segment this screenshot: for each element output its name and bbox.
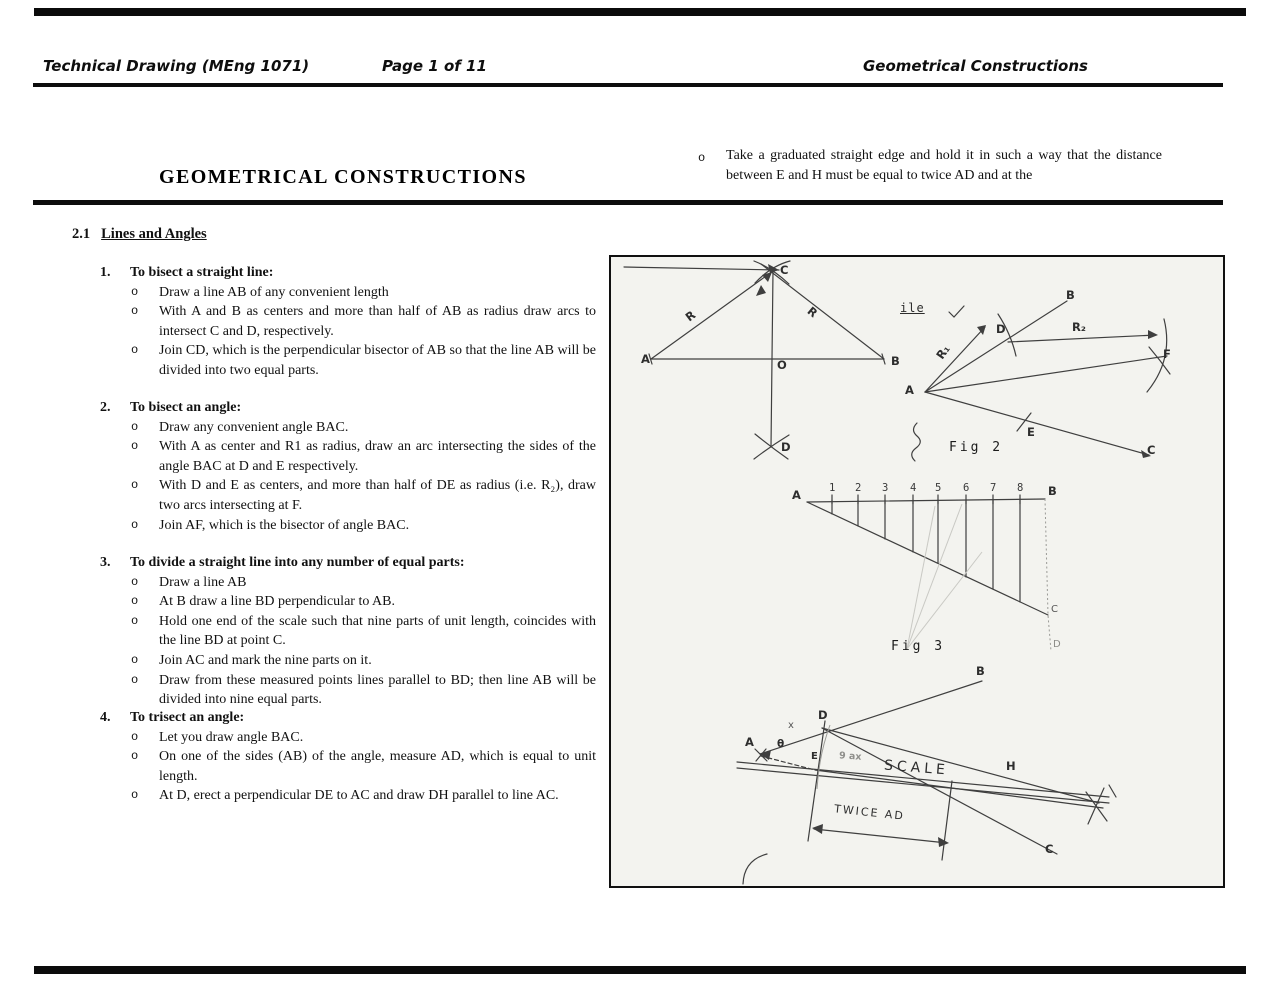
bullet-text: At D, erect a perpendicular DE to AC and… [159, 788, 559, 804]
fig2-caption: Fig 2 [949, 440, 1004, 455]
fig4-nine-parts-note: 9 ax [838, 750, 862, 763]
item-number: 1. [100, 265, 111, 280]
section-heading: 2.1 Lines and Angles [72, 226, 207, 243]
fig2-point-c: C [1147, 443, 1156, 457]
fig1-point-a: A [641, 352, 650, 366]
section-title: Lines and Angles [101, 226, 207, 242]
item-title: To bisect a straight line: [130, 265, 274, 280]
fig4-point-h: H [1006, 759, 1016, 773]
fig2-point-d: D [996, 322, 1006, 336]
bullet-text: With A and B as centers and more than ha… [159, 304, 596, 339]
fig2-note: ile [900, 301, 925, 315]
fig2-point-f: F [1163, 347, 1171, 361]
section-number: 2.1 [72, 226, 91, 242]
bullet-text: Hold one end of the scale such that nine… [159, 613, 596, 649]
list-item-3: 3. To divide a straight line into any num… [100, 553, 600, 710]
bullet-marker: o [131, 788, 139, 803]
scan-bar-bottom [34, 966, 1246, 974]
bullet-text: Join CD, which is the perpendicular bise… [159, 343, 596, 378]
fig2-point-b: B [1066, 288, 1075, 302]
scan-bar-top [34, 8, 1246, 16]
intro-bullet: o Take a graduated straight edge and hol… [698, 146, 1166, 185]
fig3-tick: 8 [1017, 482, 1024, 494]
fig2-point-a: A [905, 383, 914, 397]
fig3-point-b: B [1048, 484, 1057, 498]
fig2-radius2-label: R₂ [1072, 320, 1086, 334]
bullet-text: Join AF, which is the bisector of angle … [159, 517, 410, 533]
fig1-point-b: B [891, 354, 900, 368]
bullet-marker: o [131, 439, 139, 454]
fig3-point-d: D [1053, 639, 1061, 650]
item-number: 4. [100, 710, 111, 725]
bullet-marker: o [131, 478, 139, 493]
title-rule [33, 200, 1223, 205]
fig3-point-c: C [1051, 604, 1058, 615]
list-item-1: 1. To bisect a straight line: o Draw a lin… [100, 263, 600, 381]
fig4-theta-mark: θ [777, 738, 785, 750]
figures-panel: A B C D O R R ile B D R₂ F A R₁ E C Fig … [609, 255, 1225, 888]
fig3-tick: 5 [935, 482, 942, 494]
bullet-text: With D and E as centers, and more than h… [159, 478, 596, 513]
bullet-text: With A as center and R1 as radius, draw … [159, 439, 596, 474]
bullet-text: Draw from these measured points lines pa… [159, 672, 596, 708]
page-title: GEOMETRICAL CONSTRUCTIONS [159, 166, 527, 188]
fig1-point-o: O [777, 358, 787, 372]
bullet-marker: o [131, 284, 139, 299]
fig3-caption: Fig 3 [891, 639, 946, 654]
bullet-marker: o [131, 613, 139, 628]
bullet-marker: o [131, 652, 139, 667]
fig1-point-d: D [781, 440, 791, 454]
item-title: To bisect an angle: [130, 400, 242, 415]
bullet-text: Let you draw angle BAC. [159, 729, 304, 745]
fig1-point-c: C [780, 263, 789, 277]
bullet-marker: o [131, 749, 139, 764]
bullet-marker: o [698, 151, 706, 165]
fig3-tick: 7 [990, 482, 997, 494]
fig4-point-d: D [818, 708, 828, 722]
bullet-marker: o [131, 304, 139, 319]
fig3-point-a: A [792, 488, 801, 502]
header-course: Technical Drawing (MEng 1071) [43, 57, 310, 75]
bullet-marker: o [131, 343, 139, 358]
bullet-text: Draw a line AB [159, 574, 247, 590]
bullet-marker: o [131, 517, 139, 532]
bullet-text: Draw a line AB of any convenient length [159, 284, 389, 300]
fig4-point-a: A [745, 735, 754, 749]
fig2-point-e: E [1027, 425, 1035, 439]
constructions-drawing [623, 260, 1171, 885]
list-item-4: 4. To trisect an angle: o Let you draw ang… [100, 708, 600, 806]
fig4-x-mark: x [788, 720, 794, 731]
bullet-marker: o [131, 594, 139, 609]
header-chapter: Geometrical Constructions [863, 57, 1088, 75]
bullet-text: Draw any convenient angle BAC. [159, 419, 349, 435]
header-rule [33, 83, 1223, 87]
intro-bullet-text: Take a graduated straight edge and hold … [726, 148, 1162, 183]
fig4-point-e: E [811, 751, 818, 762]
fig3-tick: 4 [910, 482, 917, 494]
list-item-2: 2. To bisect an angle: o Draw any convenie… [100, 398, 600, 535]
item-number: 2. [100, 400, 111, 415]
bullet-marker: o [131, 672, 139, 687]
bullet-text: On one of the sides (AB) of the angle, m… [159, 749, 596, 784]
bullet-marker: o [131, 574, 139, 589]
bullet-text: Join AC and mark the nine parts on it. [159, 652, 372, 668]
item-title: To trisect an angle: [130, 710, 245, 725]
fig3-tick: 1 [829, 482, 836, 494]
item-title: To divide a straight line into any numbe… [130, 555, 465, 570]
bullet-marker: o [131, 729, 139, 744]
bullet-text: At B draw a line BD perpendicular to AB. [159, 594, 396, 610]
bullet-marker: o [131, 419, 139, 434]
fig4-point-b: B [976, 664, 985, 678]
fig4-point-c: C [1045, 842, 1054, 856]
fig3-tick: 6 [963, 482, 970, 494]
header-page-number: Page 1 of 11 [382, 57, 487, 75]
fig3-tick: 2 [855, 482, 862, 494]
fig3-tick: 3 [882, 482, 889, 494]
item-number: 3. [100, 555, 111, 570]
